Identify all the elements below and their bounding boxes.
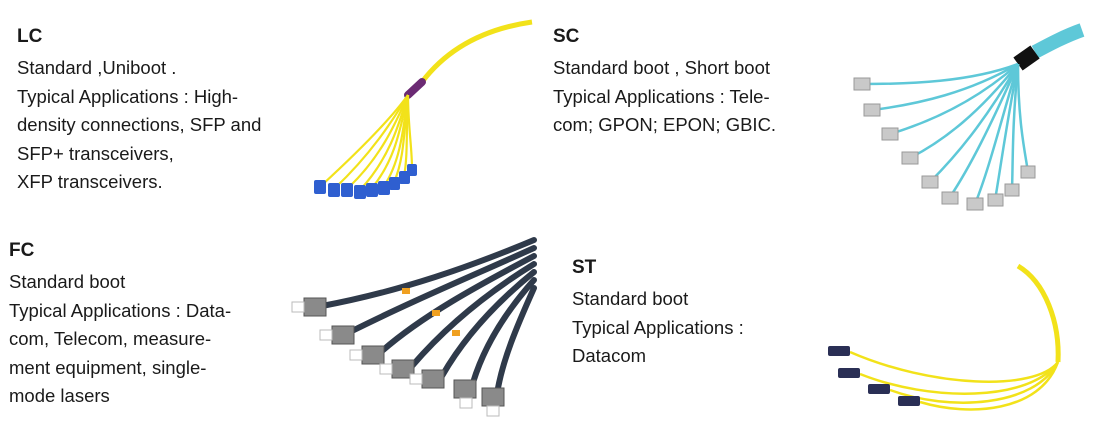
lc-description: LC Standard ,Uniboot . Typical Applicati… <box>17 26 261 197</box>
sc-line: com; GPON; EPON; GBIC. <box>553 114 777 135</box>
sc-title: SC <box>553 26 580 47</box>
fc-line: com, Telecom, measure- <box>9 328 212 349</box>
lc-line: XFP transceivers. <box>17 171 163 192</box>
fc-line: ment equipment, single- <box>9 356 207 378</box>
lc-cable-image <box>314 19 533 199</box>
lc-line: SFP+ transceivers, <box>17 142 174 164</box>
st-cable-image <box>828 263 1061 411</box>
lc-line: density connections, SFP and <box>17 114 262 135</box>
fc-line: Typical Applications : Data- <box>9 299 232 321</box>
fc-description: FC Standard boot Typical Applications : … <box>9 240 231 411</box>
fc-cable-image <box>291 237 537 417</box>
fc-title: FC <box>9 240 35 261</box>
sc-line: Standard boot , Short boot <box>553 57 771 78</box>
st-line: Datacom <box>572 345 647 366</box>
st-line: Typical Applications : <box>572 316 744 338</box>
fc-line: Standard boot <box>9 271 126 292</box>
lc-line: Typical Applications : High- <box>17 85 239 107</box>
st-title: ST <box>572 257 597 278</box>
st-description: ST Standard boot Typical Applications : … <box>572 257 744 371</box>
sc-cable-image <box>853 23 1085 211</box>
lc-line: Standard ,Uniboot . <box>17 57 177 78</box>
sc-line: Typical Applications : Tele- <box>553 85 770 107</box>
st-line: Standard boot <box>572 288 689 309</box>
sc-description: SC Standard boot , Short boot Typical Ap… <box>553 26 776 140</box>
lc-title: LC <box>17 26 43 47</box>
fc-line: mode lasers <box>9 385 110 406</box>
